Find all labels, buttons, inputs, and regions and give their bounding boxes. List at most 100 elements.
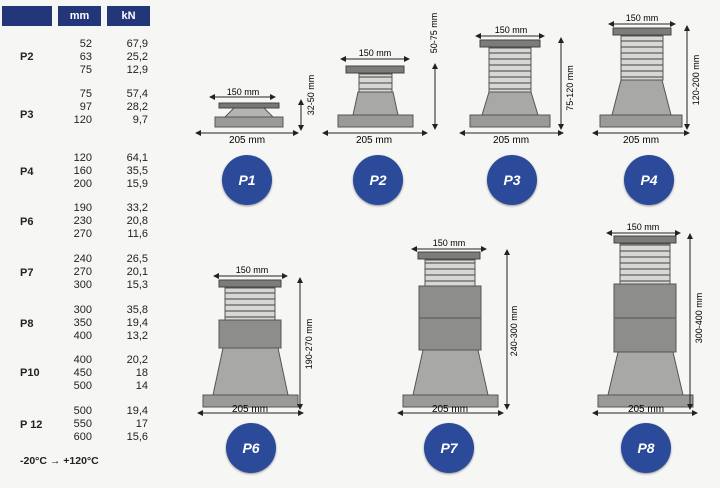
mm-value: 400 [73,354,92,366]
p1-base-label: 205 mm [229,135,265,146]
p3-head-label: 150 mm [495,25,528,35]
kn-value: 17 [135,418,148,430]
p2-head-label: 150 mm [359,48,392,58]
kn-value: 57,4 [126,88,148,100]
p6-base-label: 205 mm [232,404,268,415]
kn-value: 15,3 [126,279,148,291]
p8-extension-1 [613,317,677,353]
p3-thread [488,47,532,93]
mm-value: 450 [73,367,92,379]
header-kn: kN [107,6,150,26]
p2-height-label: 50-75 mm [429,13,439,54]
p4-body [611,79,672,116]
header-mm: mm [58,6,101,26]
mm-value: 52 [79,38,92,50]
mm-value: 350 [73,317,92,329]
p2-body [352,91,399,116]
p3-height-label: 75-120 mm [565,65,575,111]
pedestal-diagram: 150 mm 205 mm 32-50 mm 150 mm 205 mm 50-… [195,13,704,416]
pedestal-p8: 150 mm 205 mm 300-400 mm [592,222,704,416]
pedestal-p4: 150 mm 205 mm 120-200 mm [592,13,701,146]
mm-value: 75 [79,64,92,76]
p4-head [612,27,672,36]
p7-extension-2 [418,285,482,319]
p4-base-label: 205 mm [623,135,659,146]
kn-value: 19,4 [126,405,148,417]
p1-base [214,116,284,128]
mm-value: 200 [73,178,92,190]
p3-body [481,91,539,116]
group-name: P 12 [20,419,43,431]
group-name: P6 [20,216,34,228]
kn-value: 15,6 [126,431,148,443]
badge-p2: P2 [353,155,403,205]
p8-thread [619,243,671,285]
kn-value: 12,9 [126,64,148,76]
kn-value: 20,8 [126,215,148,227]
mm-value: 270 [73,266,92,278]
kn-value: 35,5 [126,165,148,177]
p4-thread [620,35,664,81]
mm-value: 160 [73,165,92,177]
p6-body-lower [212,347,289,396]
badge-p4: P4 [624,155,674,205]
kn-value: 26,5 [126,253,148,265]
p6-height-label: 190-270 mm [304,319,314,370]
p7-body-lower [412,349,489,396]
group-name: P3 [20,109,34,121]
group-name: P8 [20,318,34,330]
kn-value: 11,6 [127,228,148,240]
p3-head [479,39,541,48]
pedestal-p2: 150 mm 205 mm 50-75 mm [322,13,439,146]
p8-height-label: 300-400 mm [694,293,704,344]
group-name: P7 [20,267,34,279]
p1-head [218,102,280,109]
kn-value: 13,2 [126,330,148,342]
p6-head-label: 150 mm [236,265,269,275]
p4-head-label: 150 mm [626,13,659,23]
p2-base [337,114,414,128]
p2-thread [358,73,393,93]
p2-base-label: 205 mm [356,135,392,146]
pedestal-p1: 150 mm 205 mm 32-50 mm [195,75,316,146]
p6-extension [218,319,282,349]
mm-value: 400 [73,330,92,342]
pedestal-p7: 150 mm 205 mm 240-300 mm [397,238,519,416]
p8-head [613,235,677,244]
kn-value: 15,9 [126,178,148,190]
p8-head-label: 150 mm [627,222,660,232]
p7-extension-1 [418,317,482,351]
mm-value: 270 [73,228,92,240]
mm-value: 190 [73,202,92,214]
kn-value: 19,4 [126,317,148,329]
specification-table: mm kN P2 52 63 75 67,9 25,2 12,9 P3 75 9… [0,0,175,483]
p3-base-label: 205 mm [493,135,529,146]
badge-p8: P8 [621,423,671,473]
mm-value: 500 [73,380,92,392]
kn-value: 20,1 [126,266,148,278]
kn-value: 28,2 [126,101,148,113]
mm-value: 240 [73,253,92,265]
mm-value: 120 [73,114,92,126]
mm-value: 63 [79,51,92,63]
p8-base-label: 205 mm [628,404,664,415]
kn-value: 64,1 [126,152,148,164]
p4-height-label: 120-200 mm [691,55,701,106]
header-blank-cell [2,6,52,26]
mm-value: 97 [79,101,92,113]
group-name: P4 [20,166,34,178]
badge-p3: P3 [487,155,537,205]
mm-value: 600 [73,431,92,443]
badge-p7: P7 [424,423,474,473]
p4-base [599,114,683,128]
kn-value: 33,2 [126,202,148,214]
p6-head [218,279,282,288]
pedestal-p3: 150 mm 205 mm 75-120 mm [459,25,575,146]
p1-height-label: 32-50 mm [306,75,316,116]
mm-value: 230 [73,215,92,227]
mm-value: 75 [79,88,92,100]
mm-value: 300 [73,279,92,291]
p7-head [417,251,481,260]
kn-value: 18 [135,367,148,379]
p6-thread [224,287,276,321]
